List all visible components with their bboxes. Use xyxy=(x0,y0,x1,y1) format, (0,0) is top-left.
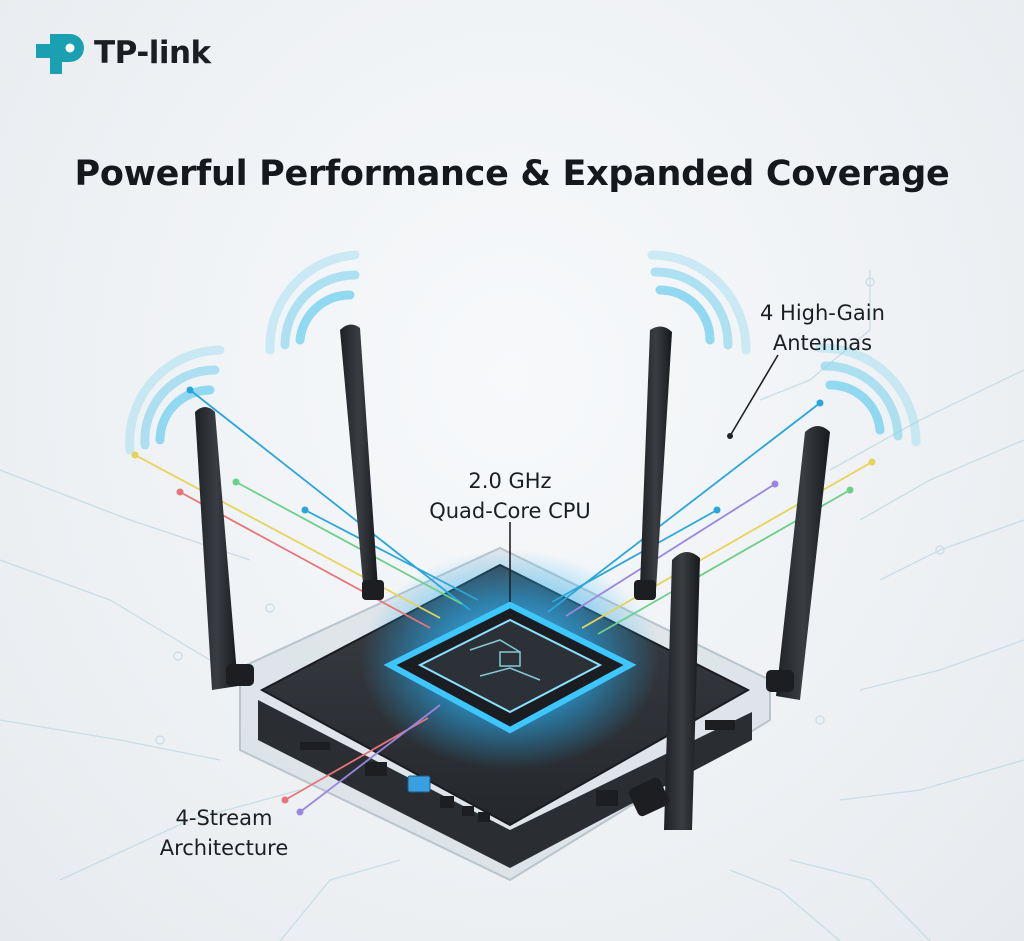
callout-antennas: 4 High-Gain Antennas xyxy=(760,298,885,358)
wifi-signal-icon xyxy=(265,250,360,355)
antenna-front-left xyxy=(195,407,254,690)
antenna-front-right xyxy=(628,551,700,830)
brand-name: TP-link xyxy=(94,35,211,71)
callout-leader-lines xyxy=(509,354,779,602)
callout-cpu-line1: 2.0 GHz xyxy=(468,469,552,493)
wifi-signal-icon xyxy=(647,250,751,355)
callout-antennas-line1: 4 High-Gain xyxy=(760,301,885,325)
brand-logo: TP-link xyxy=(34,28,211,78)
ethernet-port-icon xyxy=(300,742,490,822)
callout-antennas-line2: Antennas xyxy=(772,331,873,355)
tp-link-logo-icon xyxy=(36,34,84,74)
callout-streams-line1: 4-Stream xyxy=(175,806,273,830)
wifi-signal-icon xyxy=(125,345,225,455)
wifi-signal-icon xyxy=(815,343,921,447)
callout-streams: 4-Stream Architecture xyxy=(150,803,298,863)
ethernet-port-icon xyxy=(596,720,735,806)
antenna-rear-left xyxy=(340,324,384,600)
background-circuit-traces xyxy=(0,270,1024,941)
callout-cpu: 2.0 GHz Quad-Core CPU xyxy=(410,466,610,526)
page-title: Powerful Performance & Expanded Coverage xyxy=(74,154,950,194)
callout-streams-line2: Architecture xyxy=(159,836,289,860)
callout-cpu-line2: Quad-Core CPU xyxy=(429,499,591,523)
antenna-front-right-outer xyxy=(766,426,830,700)
antenna-rear-right xyxy=(634,326,672,600)
